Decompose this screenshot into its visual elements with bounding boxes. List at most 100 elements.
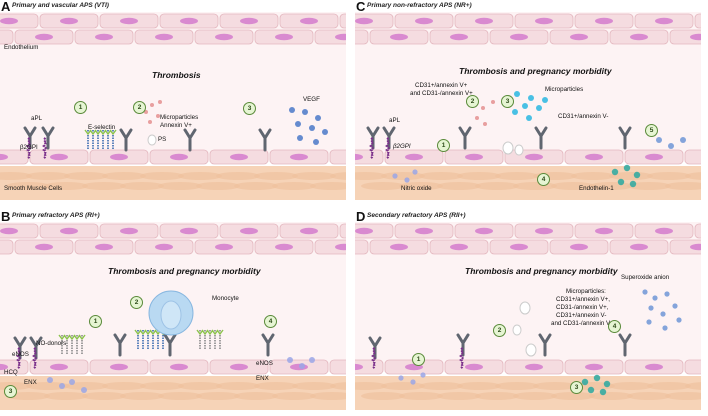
- muscle-cell: [475, 182, 519, 190]
- muscle-cell: [627, 392, 671, 400]
- cell-nucleus: [630, 33, 648, 41]
- particle-icon: [491, 100, 495, 104]
- panel-letter: D: [356, 210, 366, 224]
- muscle-cell: [140, 172, 184, 180]
- cell-nucleus: [35, 243, 53, 251]
- receptor-head-icon: [196, 329, 204, 336]
- muscle-cell: [64, 382, 108, 390]
- step-number: 1: [412, 353, 425, 366]
- cell-nucleus: [355, 227, 373, 235]
- panel-letter: B: [1, 210, 11, 224]
- particle-icon: [664, 291, 670, 297]
- endothelial-cell: [669, 239, 701, 255]
- cell-nucleus: [415, 17, 433, 25]
- muscle-cell: [120, 392, 164, 400]
- step-number: 3: [570, 381, 583, 394]
- muscle-cell: [589, 392, 633, 400]
- endothelial-cell: [339, 13, 346, 29]
- particle-icon: [662, 325, 668, 331]
- particle-icon: [656, 137, 662, 143]
- muscle-cell: [685, 172, 701, 180]
- particle-icon: [158, 100, 162, 104]
- muscle-cell: [272, 182, 316, 190]
- nitric-oxide-label: Nitric oxide: [401, 185, 432, 192]
- cell-nucleus: [240, 227, 258, 235]
- cell-nucleus: [170, 363, 188, 371]
- particle-icon: [81, 387, 87, 393]
- step-number: 4: [264, 315, 277, 328]
- muscle-cell: [419, 382, 463, 390]
- muscle-cell: [272, 392, 316, 400]
- muscle-cell: [44, 182, 88, 190]
- particle-icon: [295, 121, 301, 127]
- cell-nucleus: [180, 17, 198, 25]
- antibody-icon: [41, 126, 55, 150]
- cell-nucleus: [240, 17, 258, 25]
- cell-nucleus: [585, 153, 603, 161]
- cell-nucleus: [450, 243, 468, 251]
- muscle-cell: [399, 392, 443, 400]
- particle-icon: [313, 139, 319, 145]
- cell-nucleus: [155, 33, 173, 41]
- smooth-muscle-label: Smooth Muscle Cells: [4, 185, 63, 192]
- particle-icon: [536, 105, 542, 111]
- cell-nucleus: [0, 227, 18, 235]
- receptor-head-icon: [99, 129, 107, 136]
- particle-icon: [522, 103, 528, 109]
- endothelial-cell: [355, 239, 369, 255]
- receptor-head-icon: [206, 329, 214, 336]
- center-label: Thrombosis and pregnancy morbidity: [459, 66, 612, 76]
- endothelial-cell: [0, 239, 14, 255]
- cell-nucleus: [180, 227, 198, 235]
- muscle-cell: [665, 182, 701, 190]
- step-number: 2: [133, 101, 146, 114]
- endothelial-cell: [0, 29, 14, 45]
- antibody-icon: [261, 333, 275, 357]
- center-label: Thrombosis: [152, 70, 201, 80]
- particle-icon: [581, 378, 589, 386]
- monocyte-label: Monocyte: [212, 295, 239, 302]
- cell-nucleus: [645, 153, 663, 161]
- mp-title: Microparticles:: [566, 288, 606, 295]
- muscle-cell: [627, 182, 671, 190]
- particle-icon: [514, 91, 520, 97]
- step-number: 3: [4, 385, 17, 398]
- antibody-icon: [618, 333, 632, 357]
- cell-nucleus: [465, 363, 483, 371]
- particle-icon: [144, 110, 148, 114]
- muscle-cell: [234, 182, 278, 190]
- receptor-head-icon: [139, 329, 147, 336]
- cell-nucleus: [570, 243, 588, 251]
- center-label: Thrombosis and pregnancy morbidity: [465, 266, 618, 276]
- cd31-neg-label: CD31+/annexin V-: [558, 113, 609, 120]
- microparticle-icon: [514, 144, 524, 156]
- vessel-illustration: [0, 0, 346, 200]
- muscle-cell: [196, 392, 240, 400]
- b2gpi-label: β2GPI: [20, 144, 38, 151]
- enos-label: eNOS: [256, 360, 273, 367]
- panel-title: Primary and vascular APS (VTI): [12, 2, 109, 9]
- muscle-cell: [647, 382, 691, 390]
- particle-icon: [587, 386, 595, 394]
- cell-nucleus: [525, 153, 543, 161]
- particle-icon: [309, 125, 315, 131]
- muscle-cell: [437, 182, 481, 190]
- cell-nucleus: [230, 363, 248, 371]
- particle-icon: [642, 289, 648, 295]
- muscle-cell: [419, 172, 463, 180]
- annexin-label: Annexin V+: [160, 122, 192, 129]
- endothelial-cell: [0, 13, 39, 29]
- particle-icon: [148, 120, 152, 124]
- particle-icon: [633, 171, 641, 179]
- muscle-cell: [361, 182, 405, 190]
- muscle-cell: [26, 382, 70, 390]
- muscle-cell: [120, 182, 164, 190]
- muscle-cell: [254, 382, 298, 390]
- panel-d: D Secondary refractory APS (RII+) Thromb…: [355, 210, 701, 410]
- receptor-head-icon: [104, 129, 112, 136]
- cell-nucleus: [390, 33, 408, 41]
- particle-icon: [528, 95, 534, 101]
- microparticles-label: Microparticles: [545, 86, 584, 93]
- receptor-head-icon: [78, 334, 86, 341]
- cell-nucleus: [595, 17, 613, 25]
